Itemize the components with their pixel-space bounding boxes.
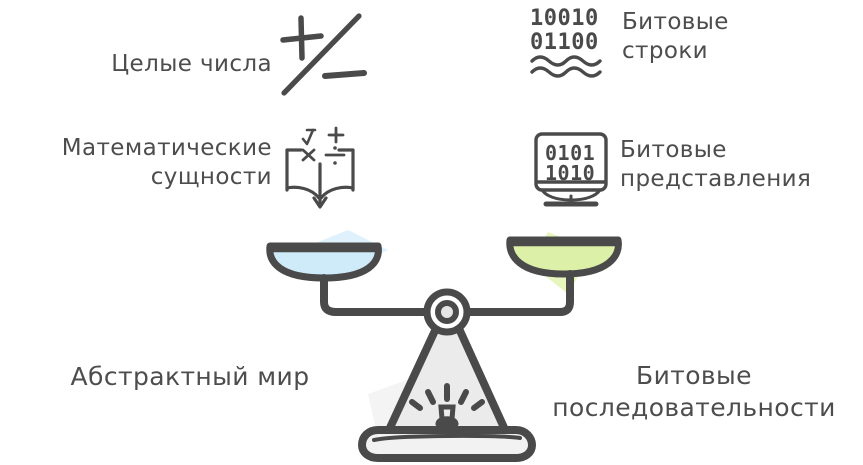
label-bit-strings: Битовые строки — [622, 9, 729, 65]
scale-pivot — [423, 288, 471, 336]
right-pan — [506, 236, 622, 278]
balance-scale — [248, 224, 648, 464]
plus-minus-icon — [276, 8, 368, 98]
beacon-icon — [409, 383, 485, 427]
bits-line-1: 10010 — [530, 6, 599, 31]
label-integers: Целые числа — [111, 51, 272, 77]
label-bit-representations: Битовые представления — [620, 137, 812, 193]
caption-bit-sequences: Битовые последовательности — [552, 361, 836, 422]
caption-abstract-world: Абстрактный мир — [70, 362, 310, 391]
monitor-binary-icon: 0101 1010 — [532, 130, 616, 214]
bits-line-2: 01100 — [530, 30, 599, 55]
left-pan — [266, 242, 382, 282]
scale-column — [384, 318, 510, 436]
label-math-entities: Математические сущности — [61, 135, 272, 191]
binary-waveform-icon: 10010 01100 — [530, 4, 616, 78]
monitor-bits-line-1: 0101 — [545, 141, 595, 165]
monitor-bits-line-2: 1010 — [545, 161, 595, 185]
open-book-with-math-symbols-icon — [281, 124, 359, 210]
